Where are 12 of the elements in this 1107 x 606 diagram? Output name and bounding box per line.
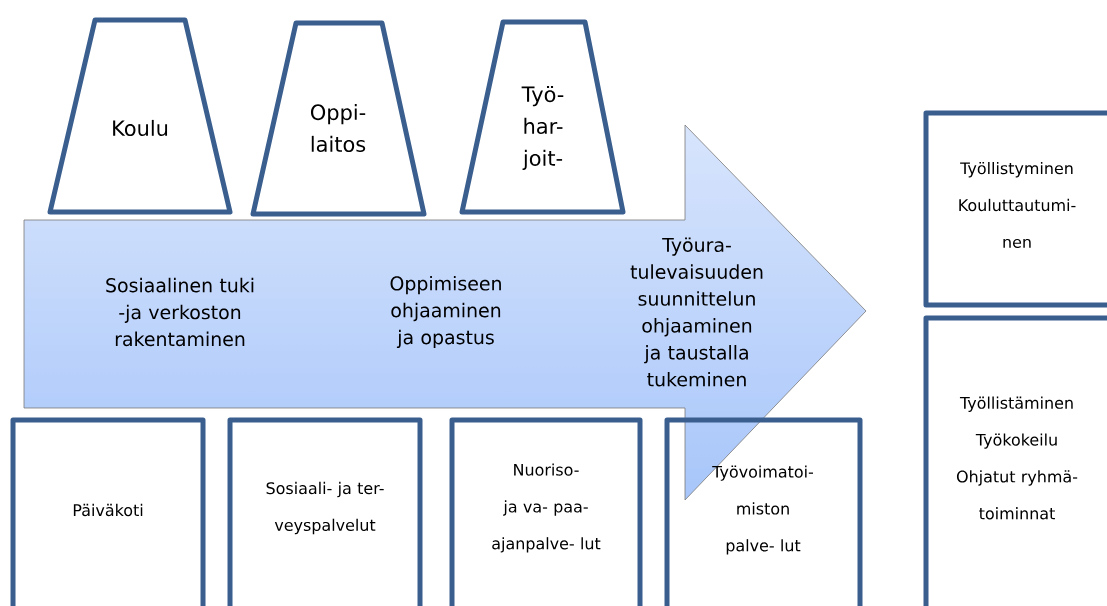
service-box: Työvoimatoi- miston palve- lut [664, 417, 863, 606]
service-box: Sosiaali- ja ter- veyspalvelut [227, 417, 423, 606]
outcome-box: Työllistäminen Työkokeilu Ohjatut ryhmä- toiminnat [923, 315, 1107, 606]
service-box: Nuoriso- ja va- paa-ajanpalve- lut [449, 417, 643, 606]
outcome-box: Työllistyminen Kouluttautumi- nen [923, 110, 1107, 308]
trapezoid-box: Työ- har- joit- [459, 19, 626, 215]
service-box: Päiväkoti [10, 417, 206, 606]
arrow-label: Oppimiseen ohjaaminen ja opastus [390, 275, 501, 349]
trapezoid-box: Koulu [47, 17, 233, 215]
arrow-label: Sosiaalinen tuki -ja verkoston rakentaminen [106, 277, 254, 347]
arrow-label: Työura- tulevaisuuden suunnittelun ohjaaminen ja taustalla tukeminen [630, 237, 763, 387]
trapezoid-box: Oppi- laitos [250, 20, 427, 217]
